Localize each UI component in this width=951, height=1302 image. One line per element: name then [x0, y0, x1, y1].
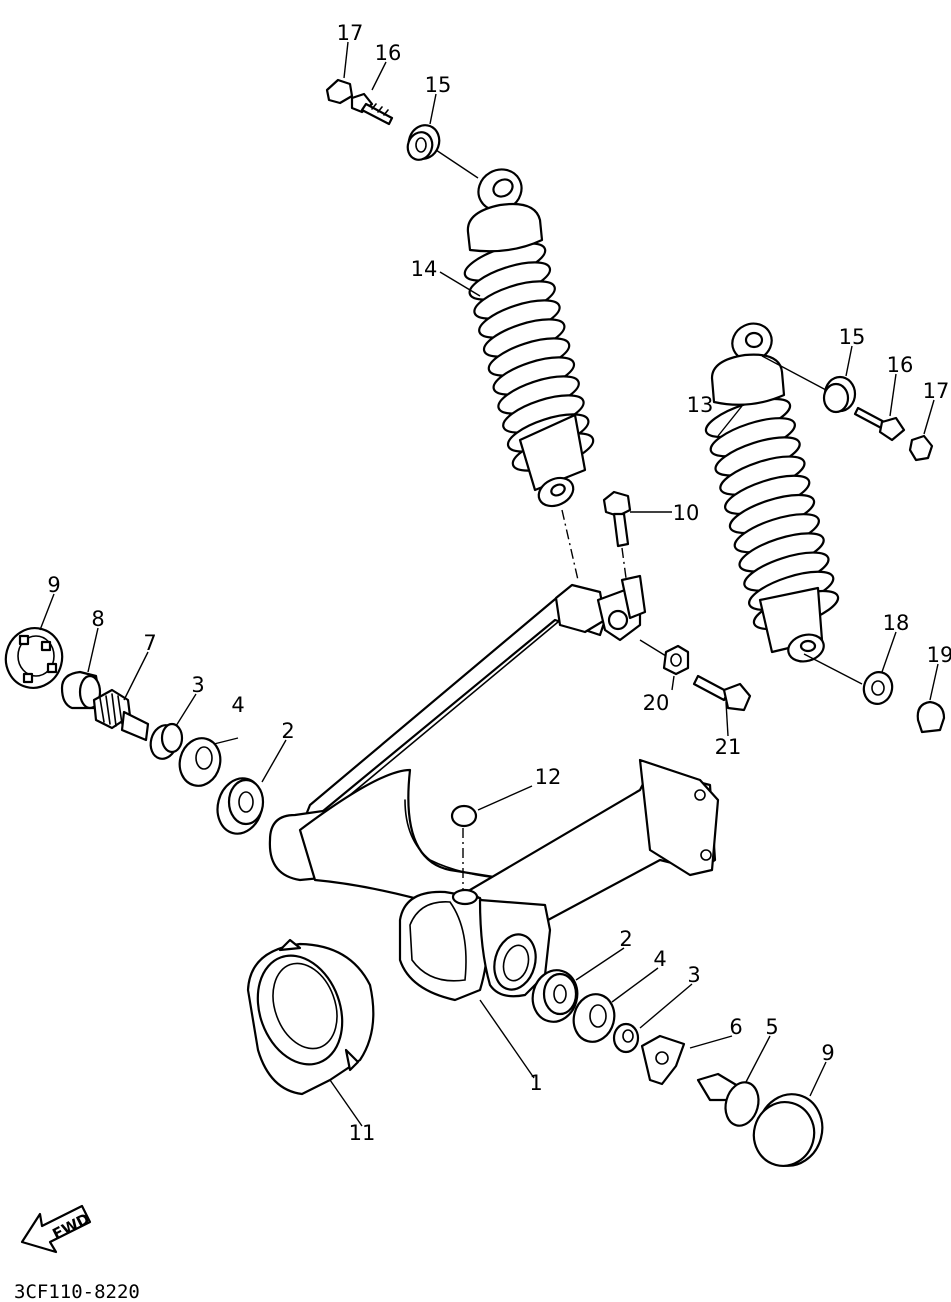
collar-3-left	[149, 722, 184, 760]
callout-7: 7	[143, 631, 156, 655]
oil-seal-4-left	[178, 737, 222, 787]
callout-13: 13	[687, 393, 714, 417]
cap-nut-19	[916, 700, 946, 734]
cap-9-left	[4, 627, 64, 689]
rear-shock-absorber-right	[704, 322, 840, 663]
callout-16-right: 16	[887, 353, 914, 377]
callout-9-left: 9	[47, 573, 60, 597]
drawing-code: 3CF110-8220	[14, 1281, 140, 1302]
leader-lines	[39, 41, 939, 1127]
callout-21: 21	[715, 735, 742, 759]
callout-18: 18	[883, 611, 910, 635]
callout-12: 12	[535, 765, 562, 789]
forward-direction-arrow: FWD	[20, 1204, 93, 1254]
washer-18	[862, 671, 894, 705]
plug-12	[450, 804, 478, 828]
callout-8: 8	[91, 607, 104, 631]
callout-19: 19	[927, 643, 951, 667]
callout-17-right: 17	[923, 379, 950, 403]
callout-3-right: 3	[687, 963, 700, 987]
bushing-15-upper-left	[406, 124, 441, 161]
callout-17-upper-left: 17	[337, 21, 364, 45]
swingarm	[268, 574, 720, 1002]
callout-14: 14	[411, 257, 438, 281]
callout-2-right: 2	[619, 927, 632, 951]
callout-15-right: 15	[839, 325, 866, 349]
callout-9-right: 9	[821, 1041, 834, 1065]
callout-1: 1	[529, 1071, 542, 1095]
callout-20: 20	[643, 691, 670, 715]
callout-2-left: 2	[281, 719, 294, 743]
callout-3-left: 3	[191, 673, 204, 697]
plate-6	[640, 1034, 686, 1086]
bolt-21	[692, 674, 752, 712]
callout-4-right: 4	[653, 947, 666, 971]
nut-20	[662, 644, 690, 676]
bolt-16-right	[853, 406, 906, 442]
callout-10: 10	[673, 501, 700, 525]
rear-shock-absorber-left	[463, 168, 595, 508]
dust-cover-11	[246, 938, 375, 1096]
bolt-16-upper-left	[350, 92, 394, 126]
bushing-15-right	[822, 375, 857, 414]
oil-seal-4-right	[572, 993, 616, 1043]
collar-3-right	[612, 1022, 640, 1054]
cap-9-right	[752, 1093, 824, 1167]
bearing-2-left	[216, 777, 265, 835]
pivot-bolt-5	[696, 1072, 760, 1127]
nut-17-upper-left	[325, 78, 354, 105]
assembly-lines	[462, 509, 627, 890]
callout-6: 6	[729, 1015, 742, 1039]
pivot-shaft-7	[92, 688, 150, 742]
callout-4-left: 4	[231, 693, 244, 717]
callout-15-upper-left: 15	[425, 73, 452, 97]
callouts: 17 16 15 14 15 16 17 13 10 9 8 7 3 4 2 1…	[47, 21, 951, 1145]
bolt-10	[602, 490, 632, 548]
nut-17-right	[908, 434, 934, 462]
callout-16-upper-left: 16	[375, 41, 402, 65]
bearing-2-right	[531, 969, 579, 1023]
callout-5: 5	[765, 1015, 778, 1039]
callout-11: 11	[349, 1121, 376, 1145]
